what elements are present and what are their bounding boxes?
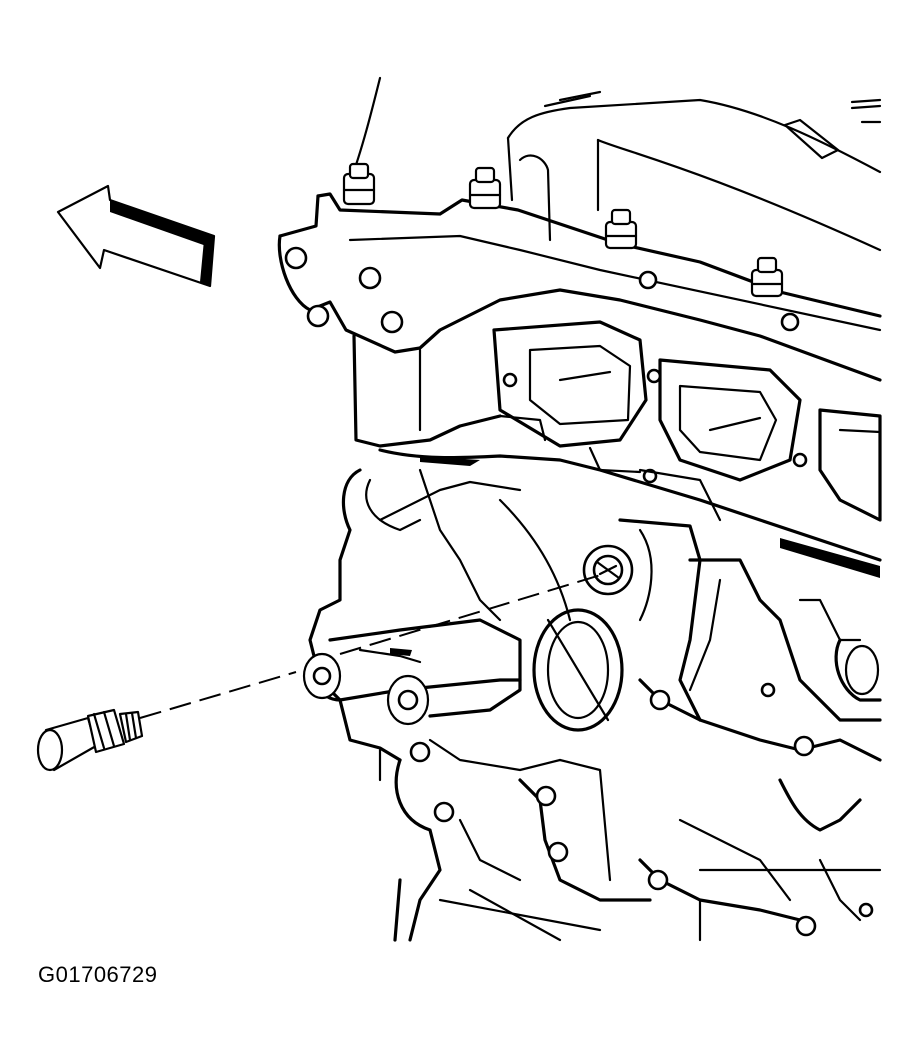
engine-block (302, 468, 882, 942)
exhaust-ports (492, 320, 882, 522)
cam-cover (506, 90, 882, 252)
head-bolt (604, 208, 638, 250)
head-bolt (468, 166, 502, 210)
figure-id-label: G01706729 (38, 962, 158, 987)
head-housing (352, 334, 882, 578)
water-outlet (302, 618, 522, 726)
direction-arrow (56, 184, 216, 288)
installation-path (339, 573, 605, 655)
head-bolt (750, 256, 784, 298)
block-bore (532, 608, 624, 732)
coolant-temperature-sensor (36, 708, 144, 772)
sensor-port (582, 544, 634, 596)
head-bolt (342, 162, 376, 206)
installation-path (139, 671, 297, 719)
exhaust-manifold-flange (277, 162, 882, 382)
